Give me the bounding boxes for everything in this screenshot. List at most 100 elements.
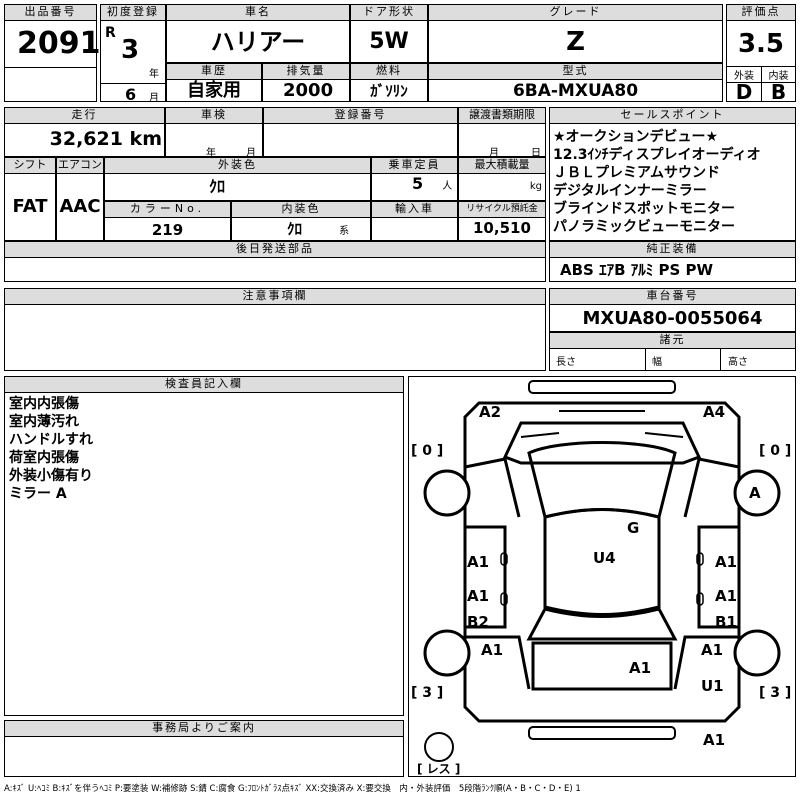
mark-u1: U1 [701, 677, 724, 695]
inspector-note: 外装小傷有り [9, 468, 93, 484]
transfer-day-unit: 日 [531, 148, 541, 159]
dims-label: 諸元 [550, 333, 795, 349]
first-reg-label: 初度登録 [101, 5, 165, 21]
inspector-label: 検査員記入欄 [5, 377, 403, 393]
left-side-shape [465, 525, 507, 629]
tire-front-right: [ 0 ] [759, 443, 791, 459]
rear-window-shape [526, 607, 678, 641]
reg-no-box: 登録番号 [263, 107, 458, 157]
inspector-note: ミラー A [9, 486, 67, 502]
recycle: 10,510 [473, 219, 531, 237]
disp-label: 排気量 [263, 64, 349, 80]
rear-bumper-shape [528, 726, 676, 740]
office-label: 事務局よりご案内 [5, 721, 403, 737]
door-type: 5W [369, 29, 409, 54]
max-load-label: 最大積載量 [459, 158, 545, 174]
sales-point: ★オークションデビュー★ [553, 129, 719, 145]
fuel-box: 燃料 ｶﾞｿﾘﾝ [350, 63, 428, 102]
sales-point: デジタルインナーミラー [553, 183, 707, 199]
import-label: 輸入車 [372, 202, 457, 218]
insp-year-unit: 年 [206, 148, 216, 159]
color-no: 219 [151, 221, 184, 239]
disp-box: 排気量 2000 cc [262, 63, 350, 119]
fuel-label: 燃料 [351, 64, 427, 80]
inspection-label: 車検 [166, 108, 262, 124]
mark-a1-r1: A1 [715, 553, 737, 571]
mark-g: G [627, 519, 639, 537]
tire-front-left: [ 0 ] [411, 443, 443, 459]
equipment-box: 純正装備 ABS ｴｱB ｱﾙﾐ PS PW [549, 241, 796, 282]
lot-box: 出品番号 2091 [4, 4, 101, 102]
int-color: ｸﾛ [287, 220, 303, 238]
history: 自家用 [187, 80, 241, 101]
ext-score: D [735, 80, 753, 104]
fuel: ｶﾞｿﾘﾝ [370, 82, 408, 100]
lot-number: 2091 [17, 26, 101, 61]
dims-box: 諸元 長さ 幅 高さ [549, 332, 796, 371]
caution-box: 注意事項欄 [4, 288, 546, 371]
history-box: 車歴 自家用 [166, 63, 262, 102]
max-load-unit: kg [529, 181, 542, 192]
caution-label: 注意事項欄 [5, 289, 545, 305]
inspector-note: 室内薄汚れ [9, 414, 79, 430]
reg-month: 6 [125, 85, 137, 104]
width-label: 幅 [652, 357, 662, 368]
roof-shape [543, 508, 661, 616]
inspection-box: 車検 年 月 [165, 107, 263, 159]
import-box: 輸入車 [371, 201, 458, 241]
month-unit: 月 [149, 93, 159, 104]
capacity-label: 乗車定員 [372, 158, 457, 174]
capacity-unit: 人 [442, 181, 453, 192]
history-label: 車歴 [167, 64, 261, 80]
car-name: ハリアー [210, 28, 306, 56]
body-outline [463, 401, 741, 723]
height-label: 高さ [728, 357, 748, 368]
mark-a1-r2: A1 [715, 587, 737, 605]
model-box: 型式 6BA-MXUA80 [428, 63, 723, 102]
model: 6BA-MXUA80 [512, 81, 639, 101]
capacity-box: 乗車定員 5 人 [371, 157, 458, 201]
aircon-label: エアコン [57, 158, 103, 174]
damage-diagram: A2 A4 A G U4 A1 A1 A1 A1 B2 B1 A1 A1 A1 … [408, 376, 796, 777]
mark-a1-l1: A1 [467, 553, 489, 571]
chassis-box: 車台番号 MXUA80-0055064 [549, 288, 796, 332]
left-rear-fender [465, 635, 531, 690]
max-load-box: 最大積載量 kg [458, 157, 546, 201]
insp-month-unit: 月 [246, 148, 256, 159]
door-box: ドア形状 5W [350, 4, 428, 63]
mark-a1-trunk: A1 [629, 659, 651, 677]
hood-shape [502, 421, 702, 465]
right-side-shape [697, 525, 739, 629]
front-right-wheel [733, 469, 781, 517]
later-parts-label: 後日発送部品 [5, 242, 545, 258]
int-score: B [761, 80, 795, 104]
mark-a1-l3: A1 [481, 641, 503, 659]
right-rear-fender [673, 635, 739, 690]
grade: Z [566, 27, 585, 57]
car-diagram-svg: A2 A4 A G U4 A1 A1 A1 A1 B2 B1 A1 A1 A1 … [411, 380, 791, 776]
rear-right-wheel [733, 629, 781, 677]
era: R [105, 25, 116, 41]
color-no-box: カラーNo. 219 [104, 201, 231, 241]
mark-b1: B1 [715, 613, 737, 631]
spare-tire [424, 732, 454, 762]
ext-color-label: 外装色 [105, 158, 370, 174]
equipment-label: 純正装備 [550, 242, 795, 258]
int-color-label: 内装色 [232, 202, 370, 218]
grade-label: グレード [429, 5, 722, 21]
mark-a2: A2 [479, 403, 501, 421]
mark-b2: B2 [467, 613, 489, 631]
ext-color: ｸﾛ [208, 177, 225, 196]
transfer-month-unit: 月 [489, 148, 499, 159]
int-label: 内装 [761, 67, 795, 83]
mileage-box: 走行 32,621 km [4, 107, 165, 157]
door-label: ドア形状 [351, 5, 427, 21]
transfer-box: 譲渡書類期限 月 日 [458, 107, 546, 159]
inspector-note: 室内内張傷 [9, 396, 79, 412]
ext-label: 外装 [727, 67, 761, 83]
color-no-label: カラーNo. [105, 202, 230, 218]
equipment: ABS ｴｱB ｱﾙﾐ PS PW [560, 261, 714, 279]
mark-a4: A4 [703, 403, 725, 421]
inspector-note: 荷室内張傷 [9, 450, 79, 466]
sales-point: パノラミックビューモニター [553, 219, 735, 235]
